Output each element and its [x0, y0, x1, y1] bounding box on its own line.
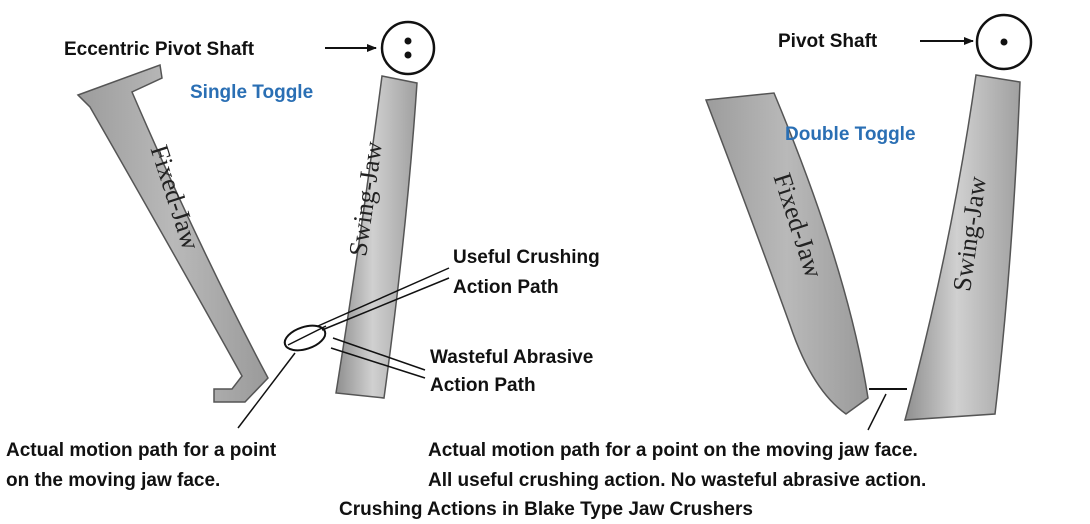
diagram-caption: Crushing Actions in Blake Type Jaw Crush…: [339, 499, 753, 520]
left-useful-leader-1: [317, 267, 450, 327]
right-motion-line2: All useful crushing action. No wasteful …: [428, 470, 926, 491]
left-useful-line2: Action Path: [453, 277, 559, 298]
left-wasteful-line1: Wasteful Abrasive: [430, 347, 593, 368]
left-shaft-dot-bottom: [404, 51, 412, 59]
right-toggle-label: Double Toggle: [785, 124, 916, 145]
left-panel: Fixed-Jaw Swing-Jaw Eccentric Pivot Shaf…: [6, 20, 600, 491]
left-motion-line1: Actual motion path for a point: [6, 440, 277, 461]
right-motion-line1: Actual motion path for a point on the mo…: [428, 440, 918, 461]
right-fixed-jaw: [704, 92, 869, 415]
left-toggle-label: Single Toggle: [190, 82, 313, 103]
left-motion-line2: on the moving jaw face.: [6, 470, 220, 491]
right-motion-leader: [867, 393, 887, 431]
left-shaft-label: Eccentric Pivot Shaft: [64, 39, 255, 60]
right-shaft-dot: [1000, 38, 1008, 46]
left-wasteful-line2: Action Path: [430, 375, 536, 396]
left-useful-leader-2: [321, 277, 450, 331]
left-motion-leader: [237, 352, 296, 429]
left-useful-line1: Useful Crushing: [453, 247, 600, 268]
left-swing-jaw: [335, 75, 418, 399]
left-wasteful-leader-2: [330, 347, 426, 379]
left-eccentric-pivot-shaft: [380, 20, 436, 76]
left-wasteful-leader-1: [332, 337, 426, 371]
right-shaft-label: Pivot Shaft: [778, 31, 878, 52]
left-ellipse-axis: [287, 325, 327, 346]
right-swing-jaw: [904, 74, 1021, 421]
left-fixed-jaw: [76, 63, 269, 403]
left-shaft-dot-top: [404, 37, 412, 45]
left-motion-ellipse: [283, 324, 327, 352]
